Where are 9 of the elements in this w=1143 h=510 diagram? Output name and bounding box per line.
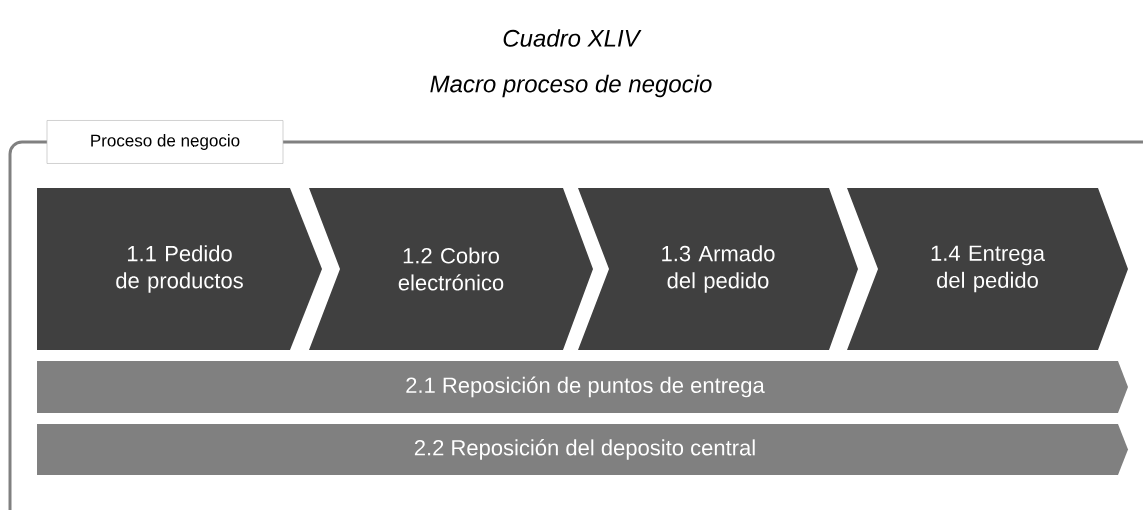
process-bar: 2.2 Reposición del deposito central <box>37 424 1128 475</box>
group-heading: Proceso de negocio <box>46 120 284 164</box>
process-step: 1.3 Armado del pedido <box>578 188 858 350</box>
caption-heading: Cuadro XLIV <box>503 29 642 47</box>
process-step: 1.1 Pedido de productos <box>37 188 322 350</box>
process-bar: 2.1 Reposición de puntos de entrega <box>37 361 1128 413</box>
process-step: 1.4 Entrega del pedido <box>847 188 1128 350</box>
title: Macro proceso de negocio <box>430 74 712 98</box>
process-step: 1.2 Cobro electrónico <box>309 188 593 350</box>
